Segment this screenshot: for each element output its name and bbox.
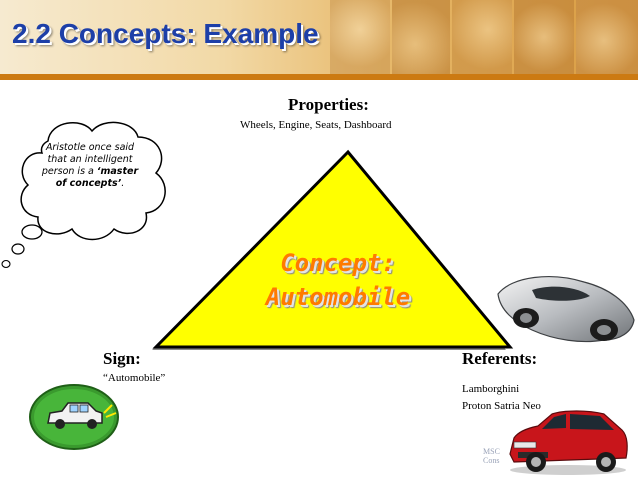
- banner-image: [576, 0, 638, 74]
- sports-car-icon: [497, 276, 635, 343]
- banner-image: [330, 0, 390, 74]
- hatchback-car-icon: [509, 410, 628, 475]
- header-rule: [0, 74, 638, 80]
- sign-detail: “Automobile”: [103, 372, 166, 384]
- slide-title: 2.2 Concepts: Example: [12, 18, 319, 49]
- banner-image: [392, 0, 450, 74]
- quote-intro: Aristotle once said that an intelligent …: [41, 142, 135, 177]
- banner-image: [452, 0, 512, 74]
- properties-detail: Wheels, Engine, Seats, Dashboard: [240, 119, 392, 131]
- sign-heading: Sign:: [103, 349, 141, 368]
- thought-bubble: [1, 121, 166, 269]
- watermark-line-2: Cons: [483, 456, 500, 465]
- referents-heading: Referents:: [462, 349, 538, 368]
- aristotle-quote: Aristotle once said that an intelligent …: [40, 142, 140, 190]
- referent-item: Lamborghini: [462, 383, 520, 395]
- banner-image: [514, 0, 574, 74]
- quote-ending: .: [121, 178, 125, 189]
- concept-label: Concept: Automobile: [238, 246, 438, 314]
- concept-line-1: Concept:: [280, 249, 396, 277]
- watermark-line-1: MSC: [483, 447, 500, 456]
- referent-item: Proton Satria Neo: [462, 400, 541, 412]
- watermark-logo: MSC Cons: [483, 447, 500, 465]
- car-sign-icon: [29, 384, 119, 450]
- properties-heading: Properties:: [288, 95, 369, 114]
- quote-emphasis: ‘master of concepts’: [55, 166, 139, 189]
- header-banner: 2.2 Concepts: Example: [0, 0, 638, 74]
- concept-line-2: Automobile: [265, 283, 411, 311]
